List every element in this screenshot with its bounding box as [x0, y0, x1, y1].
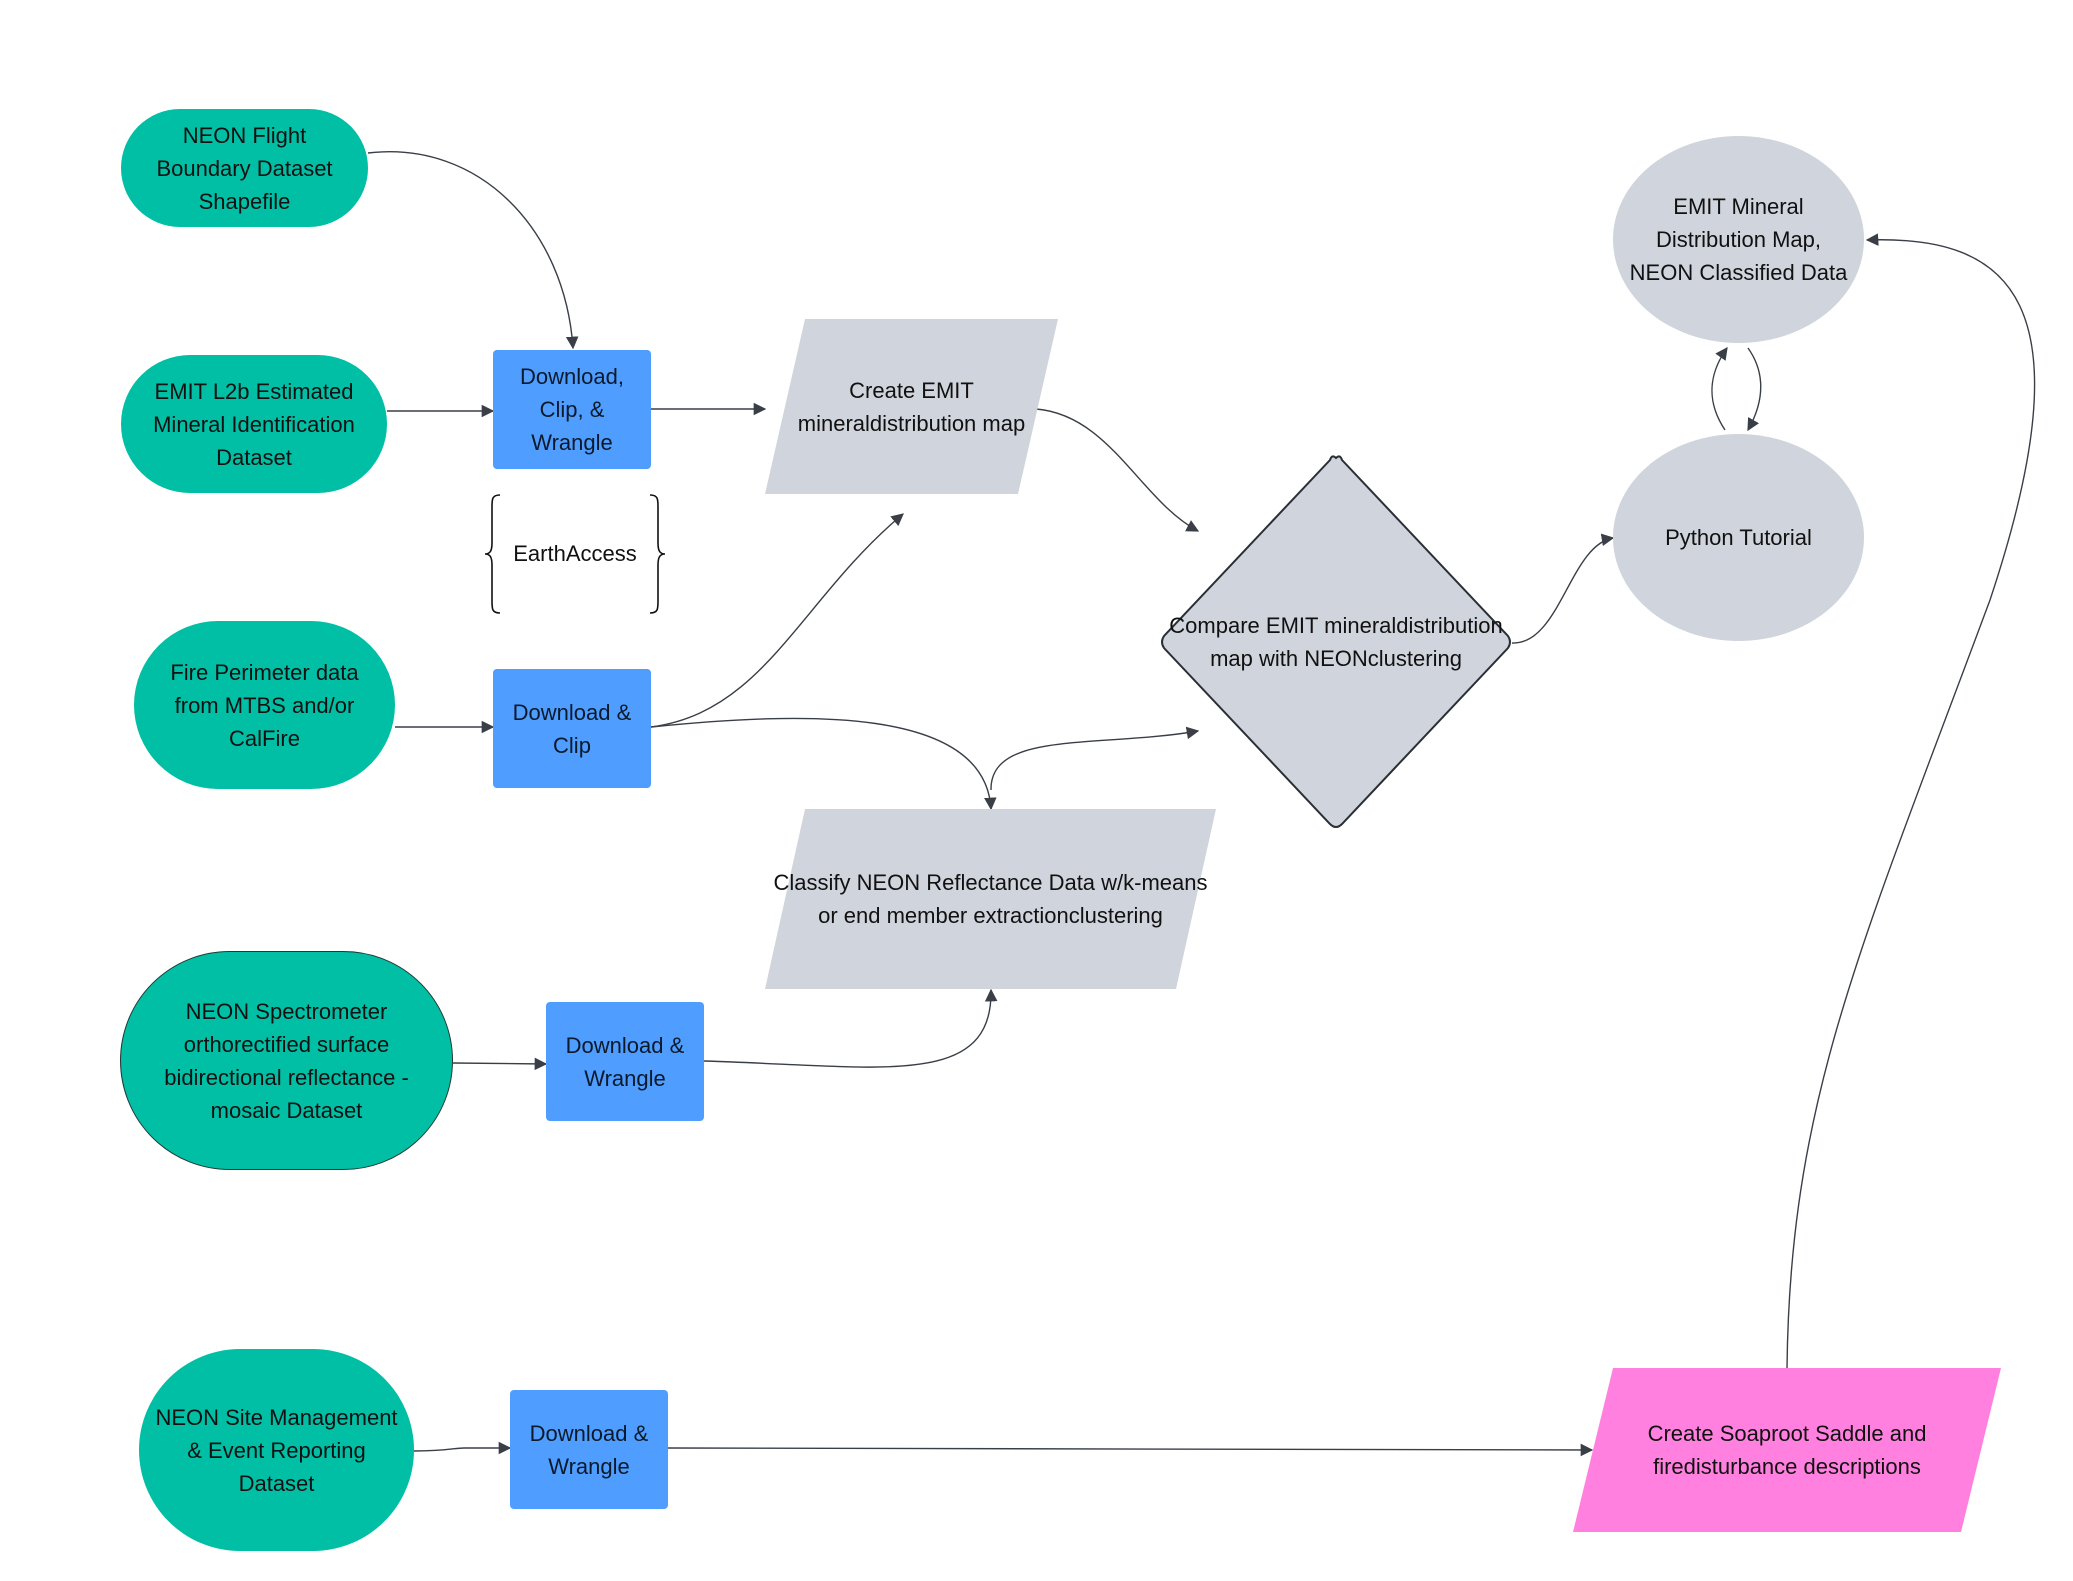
node-label-line: Download & [512, 699, 632, 725]
node-label: Classify NEON Reflectance Data w/k-means… [765, 866, 1216, 932]
node-label-line: Dataset [216, 444, 292, 470]
node-label-line: Download & [529, 1420, 649, 1446]
node-label: Download, Clip, & Wrangle [520, 360, 624, 459]
node-label-line: EMIT Mineral [1673, 194, 1804, 219]
node-label-line: NEON Spectrometer [185, 998, 388, 1024]
node-label-line: Dataset [238, 1470, 315, 1496]
node-label: Python Tutorial [1665, 521, 1812, 554]
node-compare-decision: Compare EMIT mineraldistribution map wit… [1160, 455, 1512, 828]
edge-create-soaproot-to-emit-output [1786, 233, 2036, 1369]
node-label-line: Download, [520, 364, 624, 389]
node-label-line: Create Soaproot Saddle and fire [1647, 1421, 1927, 1479]
node-label-line: NEON Flight [182, 122, 307, 148]
node-label-line: clustering [1367, 646, 1462, 671]
edge-python-tutorial-to-emit-output [1711, 346, 1728, 431]
node-label-line: disturbance descriptions [1683, 1454, 1921, 1479]
node-label-line: Clip [553, 732, 591, 758]
edge-neon-site-to-download-wrangle [413, 1441, 512, 1455]
node-label-line: CalFire [229, 725, 300, 751]
node-label-line: bidirectional reflectance - [164, 1064, 409, 1090]
node-label: Create EMIT mineraldistribution map [765, 374, 1058, 440]
node-label-line: Fire Perimeter data [170, 659, 359, 685]
node-label-line: Compare EMIT mineral [1169, 613, 1397, 638]
node-label: Create Soaproot Saddle and firedisturban… [1573, 1417, 2001, 1483]
earthaccess-label: EarthAccess [513, 541, 637, 566]
edge-download-wrangle-to-classify-neon [703, 988, 998, 1068]
node-neon-spectrometer-dataset: NEON Spectrometer orthorectified surface b… [120, 951, 453, 1170]
node-label-line: EMIT L2b Estimated [154, 378, 354, 404]
edge-create-emit-map-to-compare [1035, 408, 1200, 532]
node-label-line: Wrangle [548, 1453, 630, 1479]
edge-download-clip-to-create-emit-map [650, 513, 904, 728]
node-label-line: NEON Site Management [155, 1404, 398, 1430]
edge-classify-neon-to-compare [990, 726, 1200, 791]
node-create-emit-map: Create EMIT mineraldistribution map [765, 319, 1058, 494]
node-download-wrangle-neon-site: Download & Wrangle [510, 1390, 668, 1509]
node-label-line: Clip, & [539, 397, 605, 422]
node-create-soaproot-descriptions: Create Soaproot Saddle and firedisturban… [1573, 1368, 2001, 1532]
node-label-line: Download & [565, 1032, 685, 1058]
node-label-line: clustering [1068, 903, 1163, 928]
node-label-line: Mineral Identification [153, 411, 355, 437]
node-label-line: mosaic Dataset [210, 1097, 363, 1123]
node-label-line: Classify NEON Reflectance Data w/ [773, 870, 1124, 895]
node-label-line: Shapefile [198, 188, 291, 214]
edge-emit-output-to-python-tutorial [1747, 347, 1762, 432]
node-label-line: Distribution Map, [1655, 227, 1822, 252]
node-label: Download & Wrangle [566, 1029, 685, 1095]
node-label-line: & Event Reporting [187, 1437, 366, 1463]
node-label-line: k-means or end member extraction [818, 870, 1208, 928]
node-label: Download & Clip [513, 696, 632, 762]
node-label-line: NEON Classified Data [1629, 260, 1848, 285]
node-download-wrangle-neon-spectrometer: Download & Wrangle [546, 1002, 704, 1121]
edge-compare-to-python-tutorial [1511, 533, 1615, 644]
curly-brace-icon [484, 494, 666, 614]
edge-neon-spectrometer-to-download-wrangle [452, 1057, 548, 1071]
edge-neon-flight-to-download-clip-wrangle [367, 151, 579, 350]
node-download-clip: Download & Clip [493, 669, 651, 788]
node-download-clip-wrangle: Download, Clip, & Wrangle [493, 350, 651, 469]
node-label-line: Wrangle [531, 430, 613, 455]
edge-download-wrangle-to-create-soaproot [667, 1443, 1594, 1457]
node-label-line: from MTBS and/or [174, 692, 355, 718]
edge-download-clip-to-classify-neon [650, 717, 997, 811]
node-label-line: orthorectified surface [183, 1031, 390, 1057]
node-label: Compare EMIT mineraldistribution map wit… [1160, 609, 1512, 675]
node-label-line: Wrangle [584, 1065, 666, 1091]
node-label-line: distribution map [869, 410, 1026, 436]
node-label-line: Create EMIT mineral [797, 377, 974, 436]
node-label-line: Boundary Dataset [156, 155, 333, 181]
node-label: NEON Spectrometer orthorectified surface b… [164, 995, 409, 1127]
node-label-line: Python Tutorial [1665, 525, 1812, 550]
node-label-line: distribution map with NEON [1210, 613, 1503, 671]
node-python-tutorial: Python Tutorial [1613, 434, 1864, 641]
earthaccess-brace: EarthAccess [484, 493, 666, 615]
node-label: Download & Wrangle [530, 1417, 649, 1483]
node-classify-neon-reflectance: Classify NEON Reflectance Data w/k-means… [765, 809, 1216, 989]
